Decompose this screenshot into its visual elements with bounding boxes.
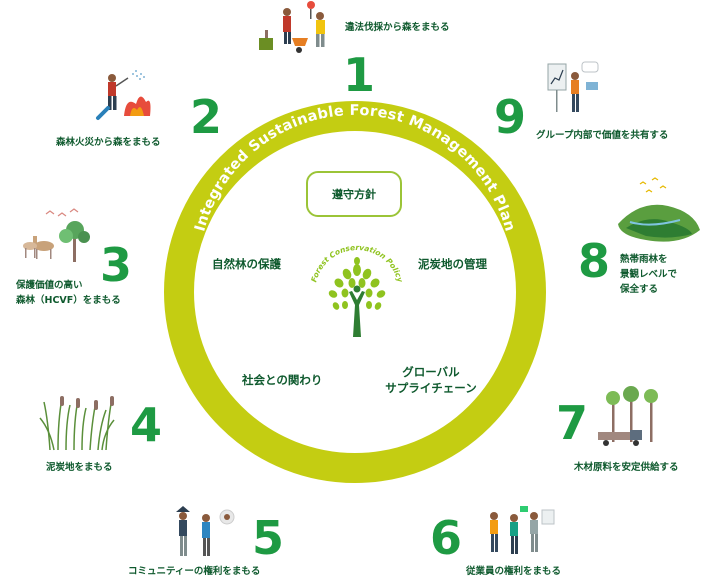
label-3: 保護価値の高い 森林（HCVF）をまもる xyxy=(16,278,121,308)
tree-logo-icon: Forest Conservation Policy xyxy=(309,243,405,337)
label-9: グループ内部で価値を共有する xyxy=(536,128,668,143)
label-8-line2: 景観レベルで xyxy=(620,267,677,282)
policy-box-label: 遵守方針 xyxy=(332,186,376,202)
number-2: 2 xyxy=(190,94,222,140)
number-8: 8 xyxy=(578,238,610,284)
label-8-line1: 熱帯雨林を xyxy=(620,252,677,267)
label-2: 森林火災から森をまもる xyxy=(56,135,161,150)
label-3-line2: 森林（HCVF）をまもる xyxy=(16,293,121,308)
supply-chain-line2: サプライチェーン xyxy=(378,380,484,396)
label-8-line3: 保全する xyxy=(620,282,677,297)
number-4: 4 xyxy=(130,402,162,448)
supply-chain-line1: グローバル xyxy=(378,364,484,380)
number-5: 5 xyxy=(252,515,284,561)
label-1: 違法伐採から森をまもる xyxy=(345,20,450,35)
policy-box: 遵守方針 xyxy=(306,171,402,217)
center-item-society: 社会との関わり xyxy=(242,372,322,388)
label-4: 泥炭地をまもる xyxy=(46,460,113,475)
number-1: 1 xyxy=(343,52,375,98)
number-7: 7 xyxy=(556,400,588,446)
center-item-natural-forest: 自然林の保護 xyxy=(212,256,281,272)
center-item-supply-chain: グローバル サプライチェーン xyxy=(378,364,484,396)
number-9: 9 xyxy=(494,94,526,140)
number-6: 6 xyxy=(430,515,462,561)
label-8: 熱帯雨林を 景観レベルで 保全する xyxy=(620,252,677,297)
label-7: 木材原料を安定供給する xyxy=(574,460,679,475)
label-3-line1: 保護価値の高い xyxy=(16,278,121,293)
center-item-peatland: 泥炭地の管理 xyxy=(418,256,487,272)
